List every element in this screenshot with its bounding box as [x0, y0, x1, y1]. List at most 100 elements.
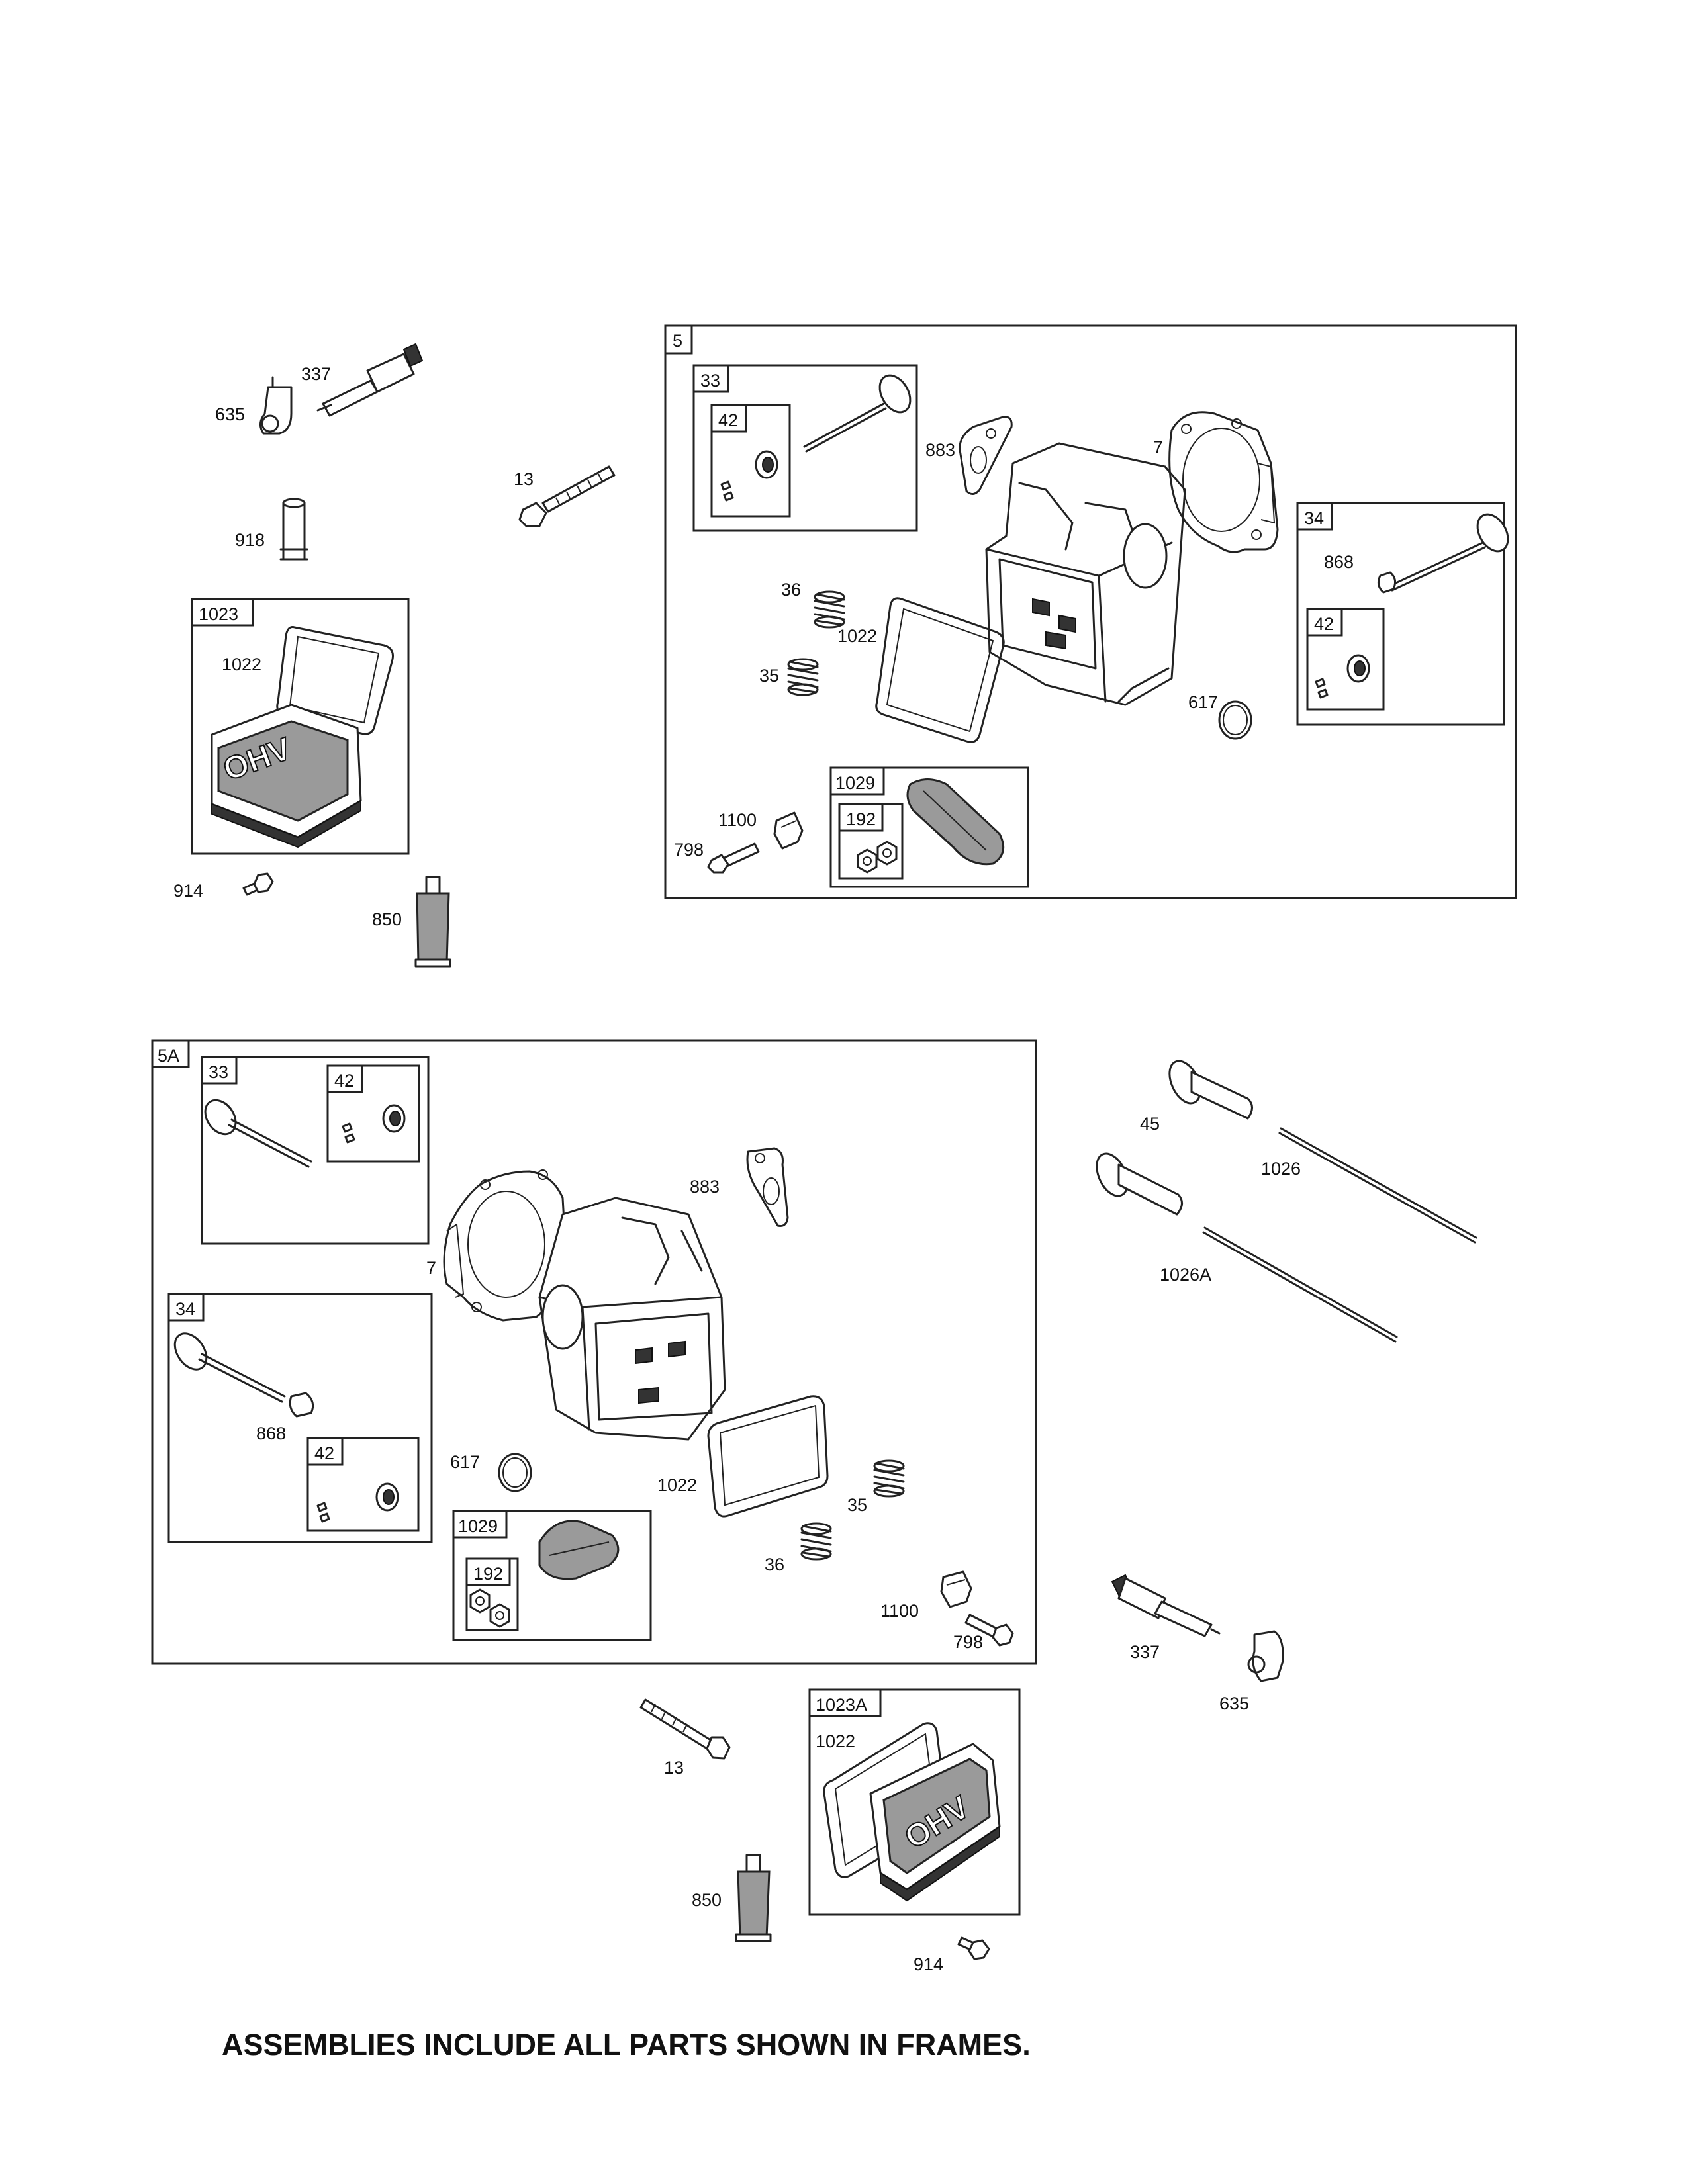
gasket-1022-top [875, 597, 1005, 743]
tag-1023: 1023 [199, 604, 238, 624]
frame-42-bottom-b [306, 1437, 420, 1532]
cylinder-head-top [985, 442, 1186, 706]
label-337-top: 337 [301, 364, 331, 384]
frame-5 [664, 324, 1517, 899]
spark-plug-337-top [316, 343, 424, 417]
sealant-tube-850-bottom [735, 1854, 772, 1942]
screw-914-top [242, 872, 274, 896]
head-gasket-7-bottom [443, 1169, 567, 1322]
valve-guide-868-top [1377, 571, 1397, 594]
tag-5A: 5A [158, 1046, 179, 1066]
label-850-top: 850 [372, 909, 402, 929]
spark-plug-boot-635-top [259, 376, 293, 435]
valve-guide-868-bottom [289, 1392, 314, 1418]
valve-45 [1168, 1060, 1253, 1120]
frame-33-top [692, 364, 918, 532]
rocker-stud-1100-bottom [940, 1570, 972, 1608]
tag-192-top: 192 [846, 809, 876, 829]
spark-plug-boot-635-bottom [1247, 1630, 1284, 1682]
tag-box-1023A [808, 1688, 882, 1717]
tag-42-top-a: 42 [718, 410, 738, 430]
valve-cover-left: OHV [211, 704, 362, 848]
cylinder-head-bottom [538, 1197, 726, 1441]
pushrod-1026A [1202, 1226, 1398, 1343]
frame-1023 [191, 598, 410, 855]
tag-box-42-bottom-a [326, 1064, 363, 1093]
tag-box-42-top-b [1306, 608, 1343, 637]
label-918: 918 [235, 530, 265, 550]
frame-42-bottom-a [326, 1064, 420, 1163]
tag-box-5A [151, 1039, 190, 1068]
label-635-top: 635 [215, 404, 245, 424]
gasket-1022-bottom [707, 1395, 829, 1518]
valve-33-bottom [204, 1099, 312, 1168]
tag-box-5 [664, 324, 693, 355]
pushrod-guide-bolt-798-bottom [964, 1614, 1014, 1647]
label-1026: 1026 [1261, 1159, 1301, 1179]
label-1100-top: 1100 [718, 810, 757, 830]
tag-34-top: 34 [1304, 508, 1324, 528]
label-7-top: 7 [1153, 437, 1163, 457]
tag-box-1023 [191, 598, 254, 627]
tag-box-42-bottom-b [306, 1437, 344, 1466]
label-36-bottom: 36 [765, 1555, 784, 1574]
tag-box-1029-top [829, 766, 885, 796]
label-7-bottom: 7 [426, 1258, 436, 1278]
label-850-bottom: 850 [692, 1890, 722, 1910]
label-635-bottom: 635 [1219, 1694, 1249, 1713]
label-13-bottom: 13 [664, 1758, 684, 1778]
tag-box-33-bottom [201, 1056, 238, 1085]
bolt-13-bottom [639, 1698, 731, 1760]
rocker-stud-1100-top [773, 811, 804, 850]
frame-1029-bottom [452, 1510, 652, 1641]
label-1022-top: 1022 [837, 626, 877, 646]
label-883-bottom: 883 [690, 1177, 720, 1197]
tag-42-top-b: 42 [1314, 614, 1334, 634]
label-798-bottom: 798 [953, 1632, 983, 1652]
frame-34-bottom [167, 1293, 433, 1543]
footer-note: ASSEMBLIES INCLUDE ALL PARTS SHOWN IN FR… [222, 2028, 1031, 2062]
bolt-13-top [518, 465, 616, 527]
rocker-arm-top [906, 778, 1005, 866]
label-798-top: 798 [674, 840, 704, 860]
tag-42-bottom-b: 42 [314, 1443, 334, 1463]
label-914-bottom: 914 [914, 1954, 943, 1974]
frame-34-top [1296, 502, 1505, 726]
tag-42-bottom-a: 42 [334, 1071, 354, 1091]
gasket-883-bottom [746, 1147, 789, 1227]
spark-plug-337-bottom [1111, 1574, 1221, 1637]
frame-1023A [808, 1688, 1021, 1916]
gasket-883-top [959, 416, 1013, 495]
valve-34-bottom [173, 1332, 286, 1403]
sealant-tube-850-top [414, 876, 451, 968]
frame-42-top-a [710, 404, 791, 518]
tag-box-33-top [692, 364, 729, 393]
label-617-top: 617 [1188, 692, 1218, 712]
label-1022-1023A: 1022 [816, 1731, 855, 1751]
frame-33-bottom [201, 1056, 430, 1245]
label-35-top: 35 [759, 666, 779, 686]
label-868-top: 868 [1324, 552, 1354, 572]
frame-1029-top [829, 766, 1029, 888]
tag-1029-bottom: 1029 [458, 1516, 498, 1536]
label-883-top: 883 [925, 440, 955, 460]
label-45: 45 [1140, 1114, 1160, 1134]
tag-192-bottom: 192 [473, 1564, 503, 1584]
frame-5A [151, 1039, 1037, 1665]
tag-33-bottom: 33 [209, 1062, 228, 1082]
tag-box-34-bottom [167, 1293, 205, 1322]
tag-box-42-top-a [710, 404, 747, 433]
tag-1023A: 1023A [816, 1695, 867, 1715]
tube-918 [279, 498, 308, 561]
gasket-1022-left [276, 626, 394, 735]
label-914-top: 914 [173, 881, 203, 901]
label-337-bottom: 337 [1130, 1642, 1160, 1662]
pushrod-guide-bolt-798-top [707, 842, 760, 874]
frame-42-top-b [1306, 608, 1385, 711]
head-gasket-7-top [1168, 411, 1279, 553]
tag-box-192-bottom [465, 1557, 511, 1586]
tag-box-34-top [1296, 502, 1333, 531]
label-36-top: 36 [781, 580, 801, 600]
label-617-bottom: 617 [450, 1452, 480, 1472]
label-1022-bottom: 1022 [657, 1475, 697, 1495]
